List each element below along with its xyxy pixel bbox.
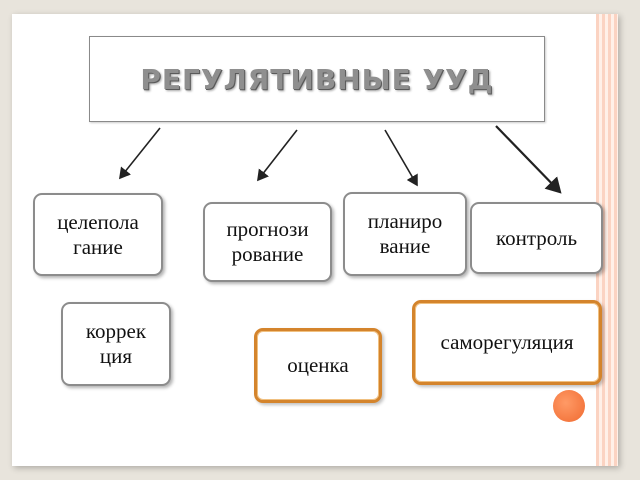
node-otsenka: оценка [254,328,382,403]
arrow-to-planirovanie [384,129,418,187]
node-korrektsiya: коррек ция [61,302,171,386]
arrow-to-tselepolaganie [119,127,161,180]
node-planirovanie: планиро вание [343,192,467,276]
title-box: РЕГУЛЯТИВНЫЕ УУД [89,36,545,122]
node-prognozirovanie: прогнози рование [203,202,332,282]
decorative-circle [553,390,585,422]
node-samoregulyatsiya: саморегуляция [412,300,602,385]
arrow-to-kontrol [495,125,562,194]
node-kontrol: контроль [470,202,603,274]
diagram-title: РЕГУЛЯТИВНЫЕ УУД [140,62,494,96]
arrow-to-prognozirovanie [257,129,298,182]
node-tselepolaganie: целепола гание [33,193,163,276]
